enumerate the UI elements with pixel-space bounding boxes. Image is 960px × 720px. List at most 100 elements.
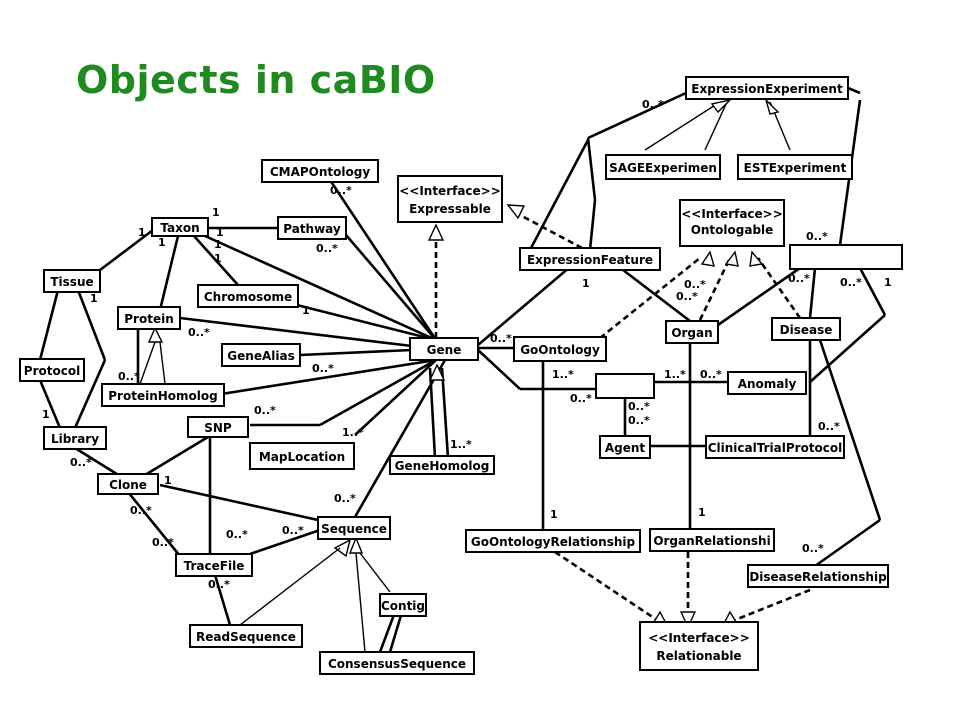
class-protein-homolog[interactable]: ProteinHomolog bbox=[101, 383, 225, 407]
svg-text:0..*: 0..* bbox=[254, 404, 276, 417]
class-organ[interactable]: Organ bbox=[665, 320, 719, 344]
svg-text:Anomaly: Anomaly bbox=[738, 377, 797, 391]
class-agent[interactable]: Agent bbox=[599, 435, 651, 459]
class-est-experiment[interactable]: ESTExperiment bbox=[737, 154, 853, 180]
class-clinical-trial-protocol[interactable]: ClinicalTrialProtocol bbox=[705, 435, 845, 459]
class-organ-relationship[interactable]: OrganRelationshi bbox=[649, 528, 775, 552]
svg-text:1: 1 bbox=[214, 238, 222, 251]
class-go-ontology-relationship[interactable]: GoOntologyRelationship bbox=[465, 529, 641, 553]
class-protocol[interactable]: Protocol bbox=[19, 358, 85, 382]
class-sage-experiment[interactable]: SAGEExperimen bbox=[605, 154, 721, 180]
class-read-sequence[interactable]: ReadSequence bbox=[189, 624, 303, 648]
svg-text:GoOntology: GoOntology bbox=[520, 343, 600, 357]
class-cmap-ontology[interactable]: CMAPOntology bbox=[261, 159, 379, 183]
multiplicity-labels: 0..* 0..* 1 1 1 1 0..* 1 1 1 0..* 1 0..*… bbox=[42, 98, 892, 591]
svg-text:0..*: 0..* bbox=[628, 400, 650, 413]
svg-text:0..*: 0..* bbox=[118, 370, 140, 383]
svg-text:0..*: 0..* bbox=[818, 420, 840, 433]
svg-text:<<Interface>>: <<Interface>> bbox=[681, 207, 783, 221]
svg-text:1: 1 bbox=[42, 408, 50, 421]
svg-text:0..*: 0..* bbox=[642, 98, 664, 111]
class-pathway[interactable]: Pathway bbox=[277, 216, 347, 240]
svg-text:Gene: Gene bbox=[427, 343, 462, 357]
svg-text:1: 1 bbox=[90, 292, 98, 305]
class-go-ontology[interactable]: GoOntology bbox=[513, 336, 607, 362]
svg-text:0..*: 0..* bbox=[700, 368, 722, 381]
svg-text:0..*: 0..* bbox=[226, 528, 248, 541]
interface-ontologable[interactable]: <<Interface>> Ontologable bbox=[679, 199, 785, 247]
class-library[interactable]: Library bbox=[43, 426, 107, 450]
svg-text:0..*: 0..* bbox=[840, 276, 862, 289]
svg-text:Protocol: Protocol bbox=[24, 364, 80, 378]
svg-text:GeneAlias: GeneAlias bbox=[227, 349, 294, 363]
class-gene-homolog[interactable]: GeneHomolog bbox=[389, 455, 495, 475]
class-gene[interactable]: Gene bbox=[409, 337, 479, 361]
class-trace-file[interactable]: TraceFile bbox=[175, 553, 253, 577]
class-map-location[interactable]: MapLocation bbox=[249, 442, 355, 470]
class-consensus-sequence[interactable]: ConsensusSequence bbox=[319, 651, 475, 675]
class-sequence[interactable]: Sequence bbox=[317, 516, 391, 540]
svg-text:Library: Library bbox=[51, 432, 99, 446]
svg-text:Taxon: Taxon bbox=[160, 221, 199, 235]
svg-text:CMAPOntology: CMAPOntology bbox=[270, 165, 371, 179]
svg-text:0..*: 0..* bbox=[684, 278, 706, 291]
svg-text:Relationable: Relationable bbox=[656, 649, 741, 663]
realizations bbox=[434, 213, 811, 624]
interface-relationable[interactable]: <<Interface>> Relationable bbox=[639, 621, 759, 671]
class-expression-feature[interactable]: ExpressionFeature bbox=[519, 247, 661, 271]
svg-text:Sequence: Sequence bbox=[321, 522, 387, 536]
svg-text:0..*: 0..* bbox=[802, 542, 824, 555]
class-anonymous-right[interactable] bbox=[789, 244, 903, 270]
class-clone[interactable]: Clone bbox=[97, 473, 159, 495]
svg-text:1: 1 bbox=[214, 252, 222, 265]
svg-text:Pathway: Pathway bbox=[283, 222, 341, 236]
class-contig[interactable]: Contig bbox=[379, 593, 427, 617]
class-protein[interactable]: Protein bbox=[117, 306, 181, 330]
svg-text:1: 1 bbox=[138, 226, 146, 239]
class-tissue[interactable]: Tissue bbox=[43, 269, 101, 293]
svg-text:0..*: 0..* bbox=[316, 242, 338, 255]
svg-text:MapLocation: MapLocation bbox=[259, 450, 345, 464]
svg-text:<<Interface>>: <<Interface>> bbox=[648, 631, 750, 645]
svg-text:Tissue: Tissue bbox=[50, 275, 93, 289]
class-expression-experiment[interactable]: ExpressionExperiment bbox=[685, 76, 849, 100]
class-gene-alias[interactable]: GeneAlias bbox=[221, 343, 301, 367]
interface-expressable[interactable]: <<Interface>> Expressable bbox=[397, 175, 503, 223]
svg-text:Agent: Agent bbox=[605, 441, 646, 455]
svg-text:1: 1 bbox=[302, 304, 310, 317]
svg-text:OrganRelationshi: OrganRelationshi bbox=[653, 534, 770, 548]
class-anonymous-center[interactable] bbox=[595, 373, 655, 399]
class-taxon[interactable]: Taxon bbox=[151, 217, 209, 237]
svg-text:0..*: 0..* bbox=[628, 414, 650, 427]
svg-text:Clone: Clone bbox=[109, 478, 147, 492]
svg-text:0..*: 0..* bbox=[282, 524, 304, 537]
svg-text:0..*: 0..* bbox=[334, 492, 356, 505]
class-snp[interactable]: SNP bbox=[187, 416, 249, 438]
class-disease[interactable]: Disease bbox=[771, 317, 841, 341]
svg-text:1: 1 bbox=[550, 508, 558, 521]
svg-text:0..*: 0..* bbox=[152, 536, 174, 549]
svg-text:Disease: Disease bbox=[780, 323, 833, 337]
svg-text:0..*: 0..* bbox=[70, 456, 92, 469]
class-chromosome[interactable]: Chromosome bbox=[197, 284, 299, 308]
svg-text:ClinicalTrialProtocol: ClinicalTrialProtocol bbox=[708, 441, 843, 455]
svg-text:Organ: Organ bbox=[671, 326, 712, 340]
svg-text:Protein: Protein bbox=[124, 312, 174, 326]
class-anomaly[interactable]: Anomaly bbox=[727, 371, 807, 395]
class-disease-relationship[interactable]: DiseaseRelationship bbox=[747, 564, 889, 588]
svg-text:1: 1 bbox=[884, 276, 892, 289]
svg-text:1: 1 bbox=[582, 277, 590, 290]
svg-text:0..*: 0..* bbox=[312, 362, 334, 375]
svg-text:0..*: 0..* bbox=[490, 332, 512, 345]
svg-text:ProteinHomolog: ProteinHomolog bbox=[108, 389, 217, 403]
svg-text:0..*: 0..* bbox=[208, 578, 230, 591]
svg-text:SNP: SNP bbox=[204, 421, 232, 435]
svg-text:1: 1 bbox=[164, 474, 172, 487]
svg-text:ReadSequence: ReadSequence bbox=[196, 630, 296, 644]
svg-text:0..*: 0..* bbox=[570, 392, 592, 405]
svg-text:ConsensusSequence: ConsensusSequence bbox=[328, 657, 466, 671]
svg-text:<<Interface>>: <<Interface>> bbox=[399, 184, 501, 198]
svg-text:GeneHomolog: GeneHomolog bbox=[395, 459, 490, 473]
svg-text:1: 1 bbox=[698, 506, 706, 519]
